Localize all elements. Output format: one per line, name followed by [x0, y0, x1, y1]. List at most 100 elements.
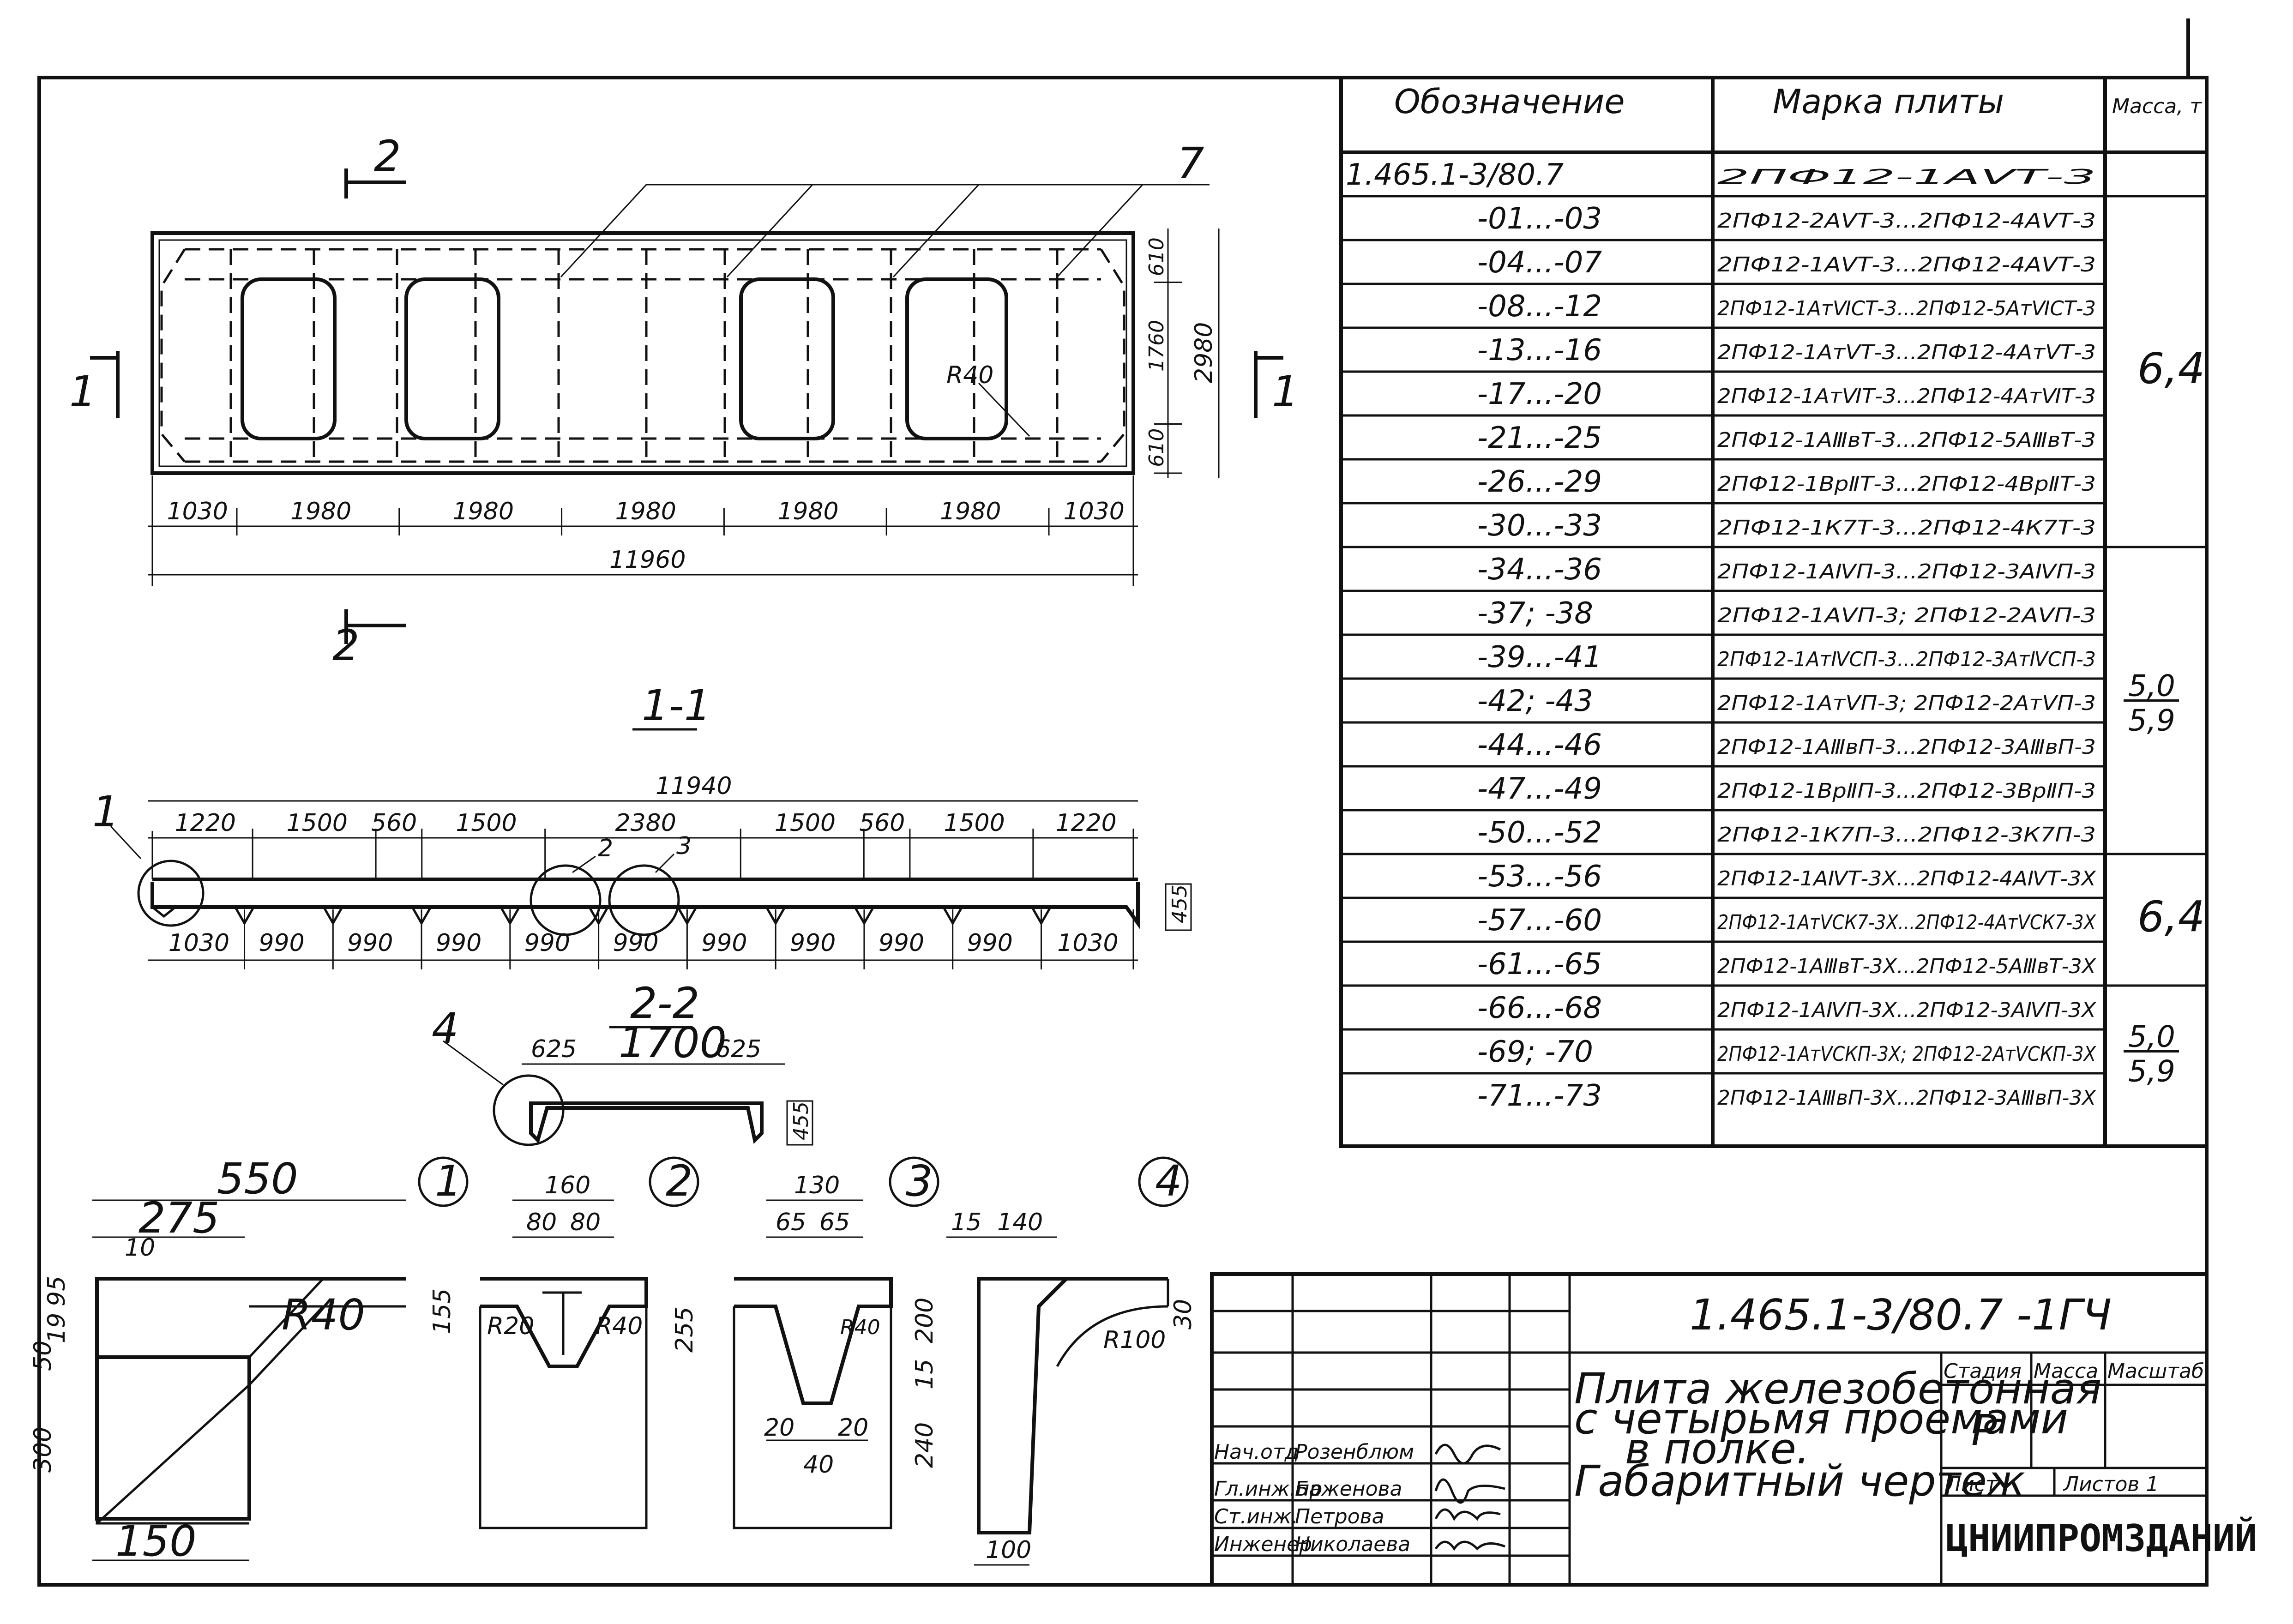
- detail3-dim-65b: 65: [819, 1209, 850, 1236]
- detail1-dim-50: 50: [29, 1341, 57, 1371]
- signatures: [1434, 1444, 1505, 1551]
- mass-value-top: 5,0: [2128, 669, 2175, 704]
- mass-value-bottom: 5,9: [2128, 704, 2175, 738]
- detail2-radius-r40: R40: [596, 1312, 643, 1340]
- table-cell-designation: -47...-49: [1477, 772, 1602, 806]
- table-cell-mark: 2ПФ12-1ВрⅡП-3...2ПФ12-3ВрⅡП-3: [1717, 779, 2096, 803]
- table-cell-mark: 2ПФ12-1АтⅤСК7-3Х...2ПФ12-4АтⅤСК7-3Х: [1717, 911, 2096, 934]
- s11-top-dim: 1500: [775, 809, 836, 837]
- table-cell-designation: -01...-03: [1477, 202, 1602, 236]
- table-cell-mark: 2ПФ12-1АⅢвТ-3...2ПФ12-5АⅢвТ-3: [1717, 428, 2096, 452]
- staff-name-1: Розенблюм: [1295, 1440, 1414, 1464]
- detail2-dim-80a: 80: [526, 1209, 557, 1236]
- section11-title: 1-1: [642, 681, 711, 730]
- table-cell-mark: 2ПФ12-1АтⅥСТ-3...2ПФ12-5АтⅥСТ-3: [1717, 297, 2096, 320]
- plan-bottom-dim: 1980: [940, 498, 1001, 525]
- title-line-1: Плита железобетонная: [1574, 1364, 2101, 1413]
- table-cell-designation: -04...-07: [1477, 246, 1602, 280]
- table-cell-mark: 2ПФ12-1АⅤП-3; 2ПФ12-2АⅤП-3: [1717, 604, 2096, 627]
- s11-bottom-dim: 1030: [169, 929, 229, 957]
- plan-bottom-dim: 1980: [777, 498, 838, 525]
- mass-value: 6,4: [2137, 892, 2205, 942]
- table-cell-mark: 2ПФ12-1АтⅤСКП-3Х; 2ПФ12-2АтⅤСКП-3Х: [1717, 1042, 2096, 1066]
- detail4-dim-15: 15: [951, 1209, 981, 1236]
- s11-top-dim: 1220: [175, 809, 236, 837]
- table-cell-designation: -30...-33: [1477, 509, 1602, 543]
- table-cell-mark: 2ПФ12-1АⅣП-3Х...2ПФ12-3АⅣП-3Х: [1717, 998, 2096, 1022]
- organization: ЦНИИПРОМЗДАНИЙ: [1946, 1516, 2257, 1560]
- section22-profile: [529, 1101, 764, 1144]
- table-cell-designation: -44...-46: [1477, 728, 1602, 762]
- s11-bottom-dim: 990: [524, 929, 570, 957]
- plan-outline: [150, 231, 1135, 475]
- table-cell-mark: 2ПФ12-1АтⅥТ-3...2ПФ12-4АтⅥТ-3: [1717, 385, 2096, 408]
- detail4-dim-200: 200: [911, 1298, 939, 1343]
- table-cell-mark: 2ПФ12-2АⅤТ-3...2ПФ12-4АⅤТ-3: [1717, 209, 2096, 233]
- title-block: 1.465.1-3/80.7 -1ГЧ Плита железобетонная…: [1210, 1272, 2257, 1587]
- detail4-profile: [977, 1277, 1168, 1534]
- staff-role-4: Инженер: [1214, 1533, 1312, 1556]
- table-header-designation: Обозначение: [1394, 82, 1625, 121]
- section22-callout: 4: [432, 1004, 459, 1053]
- table-cell-mark: 2ПФ12-1АⅢвП-3...2ПФ12-3АⅢвП-3: [1717, 735, 2096, 759]
- detail2-dim-160: 160: [545, 1172, 590, 1199]
- section11-profile: [150, 882, 1140, 929]
- staff-role-1: Нач.отд: [1214, 1440, 1299, 1464]
- table-cell-mark: 2ПФ12-1АⅢвТ-3Х...2ПФ12-5АⅢвТ-3Х: [1717, 955, 2096, 978]
- table-cell-mark: 2ПФ12-1К7П-3...2ПФ12-3К7П-3: [1717, 823, 2096, 847]
- section11-total-dim: 11940: [656, 772, 732, 800]
- table-cell-designation: -66...-68: [1477, 991, 1602, 1025]
- plan-bottom-dim: 1030: [167, 498, 228, 525]
- plan-total-dim: 11960: [609, 546, 686, 574]
- plan-bottom-dim: 1980: [453, 498, 514, 525]
- table-cell-mark: 2ПФ12-1АⅣТ-3Х...2ПФ12-4АⅣТ-3Х: [1717, 867, 2096, 890]
- detail1-radius: R40: [282, 1290, 365, 1340]
- scale-label: Масштаб: [2107, 1359, 2204, 1383]
- detail3-number: 3: [906, 1156, 933, 1206]
- doc-code: 1.465.1-3/80.7 -1ГЧ: [1690, 1290, 2112, 1340]
- section22-title: 2-2: [630, 979, 699, 1028]
- detail3-dim-130: 130: [794, 1172, 840, 1199]
- table-cell-mark: 2ПФ12-1ВрⅡТ-3...2ПФ12-4ВрⅡТ-3: [1717, 472, 2096, 496]
- sheets-label: Листов 1: [2063, 1473, 2159, 1496]
- section11-callout-2: 2: [598, 835, 613, 862]
- s11-bottom-dim: 990: [879, 929, 924, 957]
- plan-right-dim: 610: [1145, 237, 1168, 276]
- detail-1: 1 550 275 10 R40 95 19 50 300 150: [29, 1154, 469, 1566]
- s11-bottom-dim: 990: [967, 929, 1013, 957]
- staff-name-3: Петрова: [1295, 1505, 1384, 1528]
- plan-inner: [158, 239, 1127, 467]
- mass-value-bottom: 5,9: [2128, 1055, 2175, 1089]
- section22-height: 455: [789, 1101, 813, 1140]
- table-cell-designation: -21...-25: [1477, 421, 1602, 455]
- detail3-dim-20b: 20: [838, 1414, 868, 1442]
- stage-label: Стадия: [1944, 1359, 2022, 1383]
- table-cell-designation: -57...-60: [1477, 903, 1602, 938]
- plan-opening-1: [241, 277, 337, 440]
- staff-name-4: Николаева: [1295, 1533, 1410, 1556]
- plan-bottom-dim: 1980: [615, 498, 676, 525]
- table-cell-mark: 2ПФ12-1АтⅤП-3; 2ПФ12-2АтⅤП-3: [1717, 692, 2096, 715]
- detail4-dim-100: 100: [986, 1536, 1031, 1564]
- detail4-number: 4: [1155, 1156, 1182, 1206]
- plan-width-dim: 2980: [1190, 322, 1218, 383]
- detail1-dim-19: 19: [43, 1313, 71, 1343]
- s11-bottom-dim: 990: [436, 929, 481, 957]
- title-line-2: с четырьмя проемами: [1574, 1394, 2068, 1444]
- mass-label: Масса: [2034, 1359, 2098, 1383]
- section22-dim-left: 625: [531, 1035, 577, 1063]
- s11-top-dim: 560: [859, 809, 905, 837]
- sheet-label: Лист: [1945, 1473, 1998, 1496]
- s11-top-dim: 1220: [1055, 809, 1116, 837]
- title-line-4: Габаритный чертеж: [1574, 1456, 2025, 1506]
- plan-bottom-dim: 1030: [1063, 498, 1124, 525]
- s11-bottom-dim: 990: [701, 929, 747, 957]
- table-cell-designation: -26...-29: [1477, 465, 1602, 499]
- detail1-number: 1: [435, 1156, 462, 1206]
- table-cell-designation: -42; -43: [1477, 684, 1593, 718]
- s11-top-dim: 560: [371, 809, 417, 837]
- detail2-dim-155: 155: [428, 1288, 456, 1334]
- s11-bottom-dim: 1030: [1057, 929, 1118, 957]
- table-cell-mark: 2ПФ12-1АⅣП-3...2ПФ12-3АⅣП-3: [1717, 560, 2096, 583]
